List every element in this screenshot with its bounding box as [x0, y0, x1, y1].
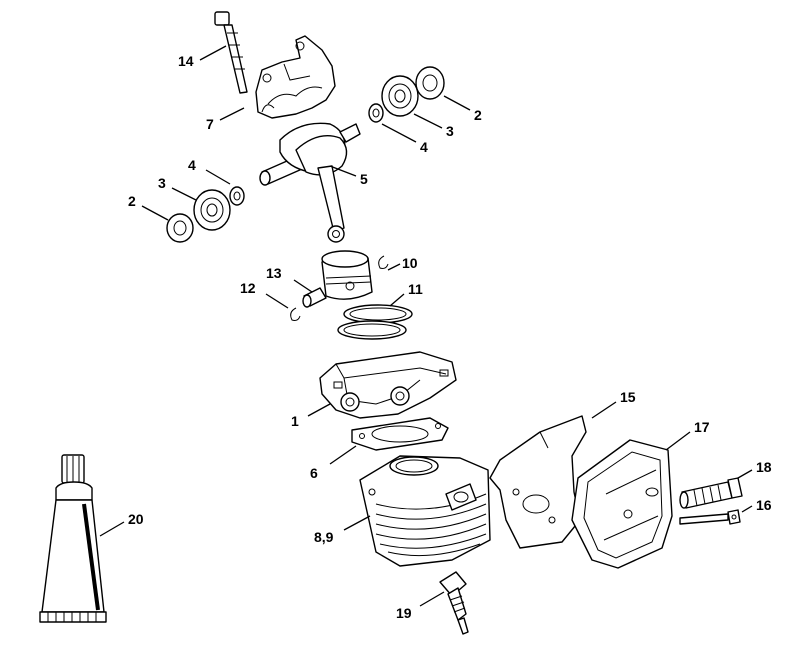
snap-ring-left-part [290, 307, 301, 321]
heat-shield-part [489, 415, 587, 549]
callout-crankshaft: 5 [329, 165, 368, 187]
label-cylinder: 8,9 [314, 529, 334, 545]
spacer-sleeve-part [679, 477, 743, 509]
label-snap-ring-left: 12 [240, 280, 256, 296]
bearing-right-part [381, 75, 419, 117]
callout-snap-ring-left: 12 [240, 280, 289, 309]
crankshaft-part [259, 122, 361, 243]
label-bearing-right: 3 [446, 123, 454, 139]
muffler-screw-part [679, 509, 741, 525]
bolt-part [214, 11, 248, 94]
label-piston-rings: 11 [408, 281, 423, 297]
cylinder-part [359, 455, 491, 567]
label-heat-shield: 15 [620, 389, 636, 405]
label-bolt: 14 [178, 53, 194, 69]
muffler-part [571, 439, 673, 569]
crankcase-upper-part [255, 35, 336, 119]
callout-piston-pin: 13 [266, 265, 313, 293]
piston-pin-part [302, 287, 327, 308]
callout-washer-left: 4 [188, 157, 231, 185]
callout-grease-tube: 20 [99, 511, 144, 537]
callout-spacer-sleeve: 18 [737, 459, 772, 479]
seal-right-part [415, 66, 445, 100]
callout-bearing-left: 3 [158, 175, 197, 201]
callout-spark-plug: 19 [396, 591, 445, 621]
callout-seal-right: 2 [443, 95, 482, 123]
callout-seal-left: 2 [128, 193, 169, 221]
label-muffler: 17 [694, 419, 710, 435]
callout-crankcase-lower: 1 [291, 403, 331, 429]
bearing-left-part [193, 189, 231, 231]
label-crankcase-lower: 1 [291, 413, 299, 429]
callout-cylinder: 8,9 [314, 515, 371, 545]
label-seal-left: 2 [128, 193, 136, 209]
callout-piston-rings: 11 [389, 281, 423, 307]
gasket-part [351, 417, 449, 451]
label-crankcase-upper: 7 [206, 116, 214, 132]
label-gasket: 6 [310, 465, 318, 481]
callout-snap-ring-right: 10 [387, 255, 418, 271]
label-bearing-left: 3 [158, 175, 166, 191]
callout-gasket: 6 [310, 445, 357, 481]
label-seal-right: 2 [474, 107, 482, 123]
grease-tube-part [39, 454, 107, 623]
callout-washer-right: 4 [381, 123, 428, 155]
label-grease-tube: 20 [128, 511, 144, 527]
callout-muffler: 17 [665, 419, 710, 451]
piston-part [321, 250, 373, 300]
label-washer-left: 4 [188, 157, 196, 173]
seal-left-part [166, 213, 194, 243]
washer-right-part [368, 103, 384, 123]
callout-muffler-screw: 16 [741, 497, 772, 513]
callout-bolt: 14 [178, 45, 227, 69]
label-snap-ring-right: 10 [402, 255, 418, 271]
label-muffler-screw: 16 [756, 497, 772, 513]
piston-rings-part [337, 304, 413, 340]
label-spark-plug: 19 [396, 605, 412, 621]
label-spacer-sleeve: 18 [756, 459, 772, 475]
callout-crankcase-upper: 7 [206, 107, 245, 132]
label-washer-right: 4 [420, 139, 428, 155]
washer-left-part [229, 186, 245, 206]
label-crankshaft: 5 [360, 171, 368, 187]
label-piston-pin: 13 [266, 265, 282, 281]
callout-bearing-right: 3 [413, 113, 454, 139]
spark-plug-part [439, 571, 469, 635]
snap-ring-right-part [378, 255, 389, 269]
crankcase-lower-part [319, 351, 457, 419]
callout-heat-shield: 15 [591, 389, 636, 419]
